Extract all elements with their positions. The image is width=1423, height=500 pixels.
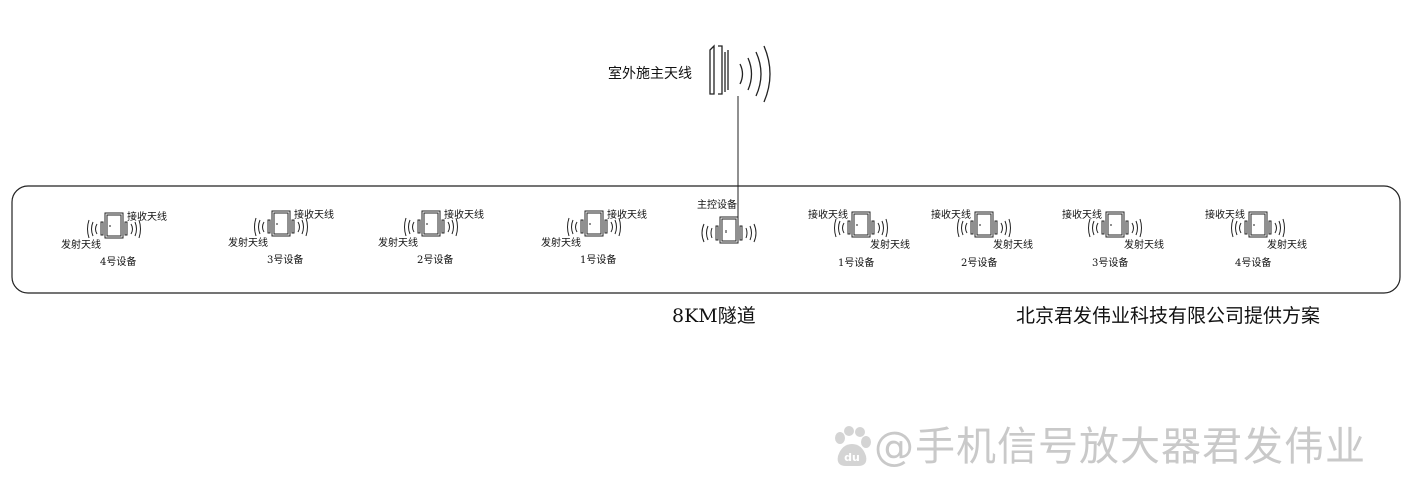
repeater-device-icon — [87, 212, 141, 239]
watermark-text: @手机信号放大器君发伟业 — [874, 424, 1366, 470]
outdoor-antenna-label: 室外施主天线 — [608, 66, 692, 82]
repeater-device-icon — [834, 211, 888, 238]
device-label: 1号设备 — [838, 258, 875, 269]
repeater-device-icon — [404, 210, 458, 237]
receive-antenna-label: 接收天线 — [808, 210, 848, 221]
transmit-antenna-label: 发射天线 — [61, 240, 101, 251]
receive-antenna-label: 接收天线 — [931, 210, 971, 221]
watermark-logo-text: du — [844, 451, 860, 464]
receive-antenna-label: 接收天线 — [127, 212, 167, 223]
watermark-logo-icon: du — [835, 426, 871, 466]
tunnel-label: 8KM隧道 — [672, 305, 756, 327]
master-device-icon — [701, 216, 757, 244]
tunnel-outline — [11, 185, 1401, 294]
transmit-antenna-label: 发射天线 — [993, 240, 1033, 251]
receive-antenna-label: 接收天线 — [1205, 210, 1245, 221]
transmit-antenna-label: 发射天线 — [378, 238, 418, 249]
repeater-device-icon — [254, 210, 308, 237]
device-label: 2号设备 — [417, 255, 454, 266]
device-label: 1号设备 — [580, 255, 617, 266]
outdoor-antenna-icon — [709, 44, 771, 103]
device-label: 4号设备 — [1235, 258, 1272, 269]
receive-antenna-label: 接收天线 — [294, 210, 334, 221]
transmit-antenna-label: 发射天线 — [1124, 240, 1164, 251]
repeater-device-icon — [1231, 211, 1285, 238]
device-label: 2号设备 — [961, 258, 998, 269]
receive-antenna-label: 接收天线 — [444, 210, 484, 221]
provider-label: 北京君发伟业科技有限公司提供方案 — [1016, 305, 1321, 327]
receive-antenna-label: 接收天线 — [1062, 210, 1102, 221]
transmit-antenna-label: 发射天线 — [541, 238, 581, 249]
device-label: 4号设备 — [100, 257, 137, 268]
repeater-device-icon — [567, 210, 621, 237]
receive-antenna-label: 接收天线 — [607, 210, 647, 221]
device-label: 3号设备 — [1092, 258, 1129, 269]
transmit-antenna-label: 发射天线 — [1267, 240, 1307, 251]
repeater-device-icon — [957, 211, 1011, 238]
master-device-label: 主控设备 — [697, 200, 737, 211]
transmit-antenna-label: 发射天线 — [228, 238, 268, 249]
device-label: 3号设备 — [267, 255, 304, 266]
repeater-device-icon — [1088, 211, 1142, 238]
transmit-antenna-label: 发射天线 — [870, 240, 910, 251]
